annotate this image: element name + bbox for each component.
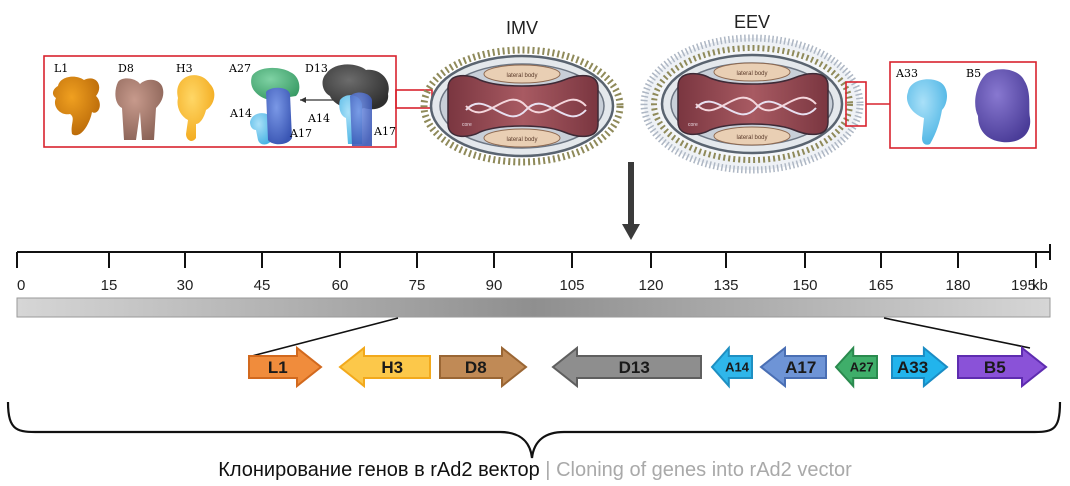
scale-tick-label: 30 [177, 277, 194, 294]
protein-label-a17-right: A17 [373, 125, 396, 138]
protein-label-d13: D13 [305, 62, 328, 75]
gene-arrow-a14 [710, 345, 753, 389]
eev-virion: EEV lateral body lateral body core [640, 12, 864, 174]
zoom-line-right [883, 317, 1031, 349]
grouping-brace [6, 401, 1062, 459]
protein-label-l1: L1 [54, 62, 68, 75]
down-arrow-icon [622, 224, 640, 240]
protein-label-h3: H3 [176, 62, 193, 75]
scale-tick-label: 45 [254, 277, 271, 294]
scale-tick-label: 195 [1011, 277, 1036, 294]
imv-protein-panel: L1 D8 H3 A27 A14 A17 D13 A14 A17 [43, 55, 397, 148]
gene-label-l1: L1 [268, 358, 288, 377]
protein-a17-right-structure [350, 92, 372, 146]
gene-arrow-a33 [891, 345, 949, 389]
protein-h3-structure [177, 75, 215, 141]
gene-label-a27: A27 [850, 360, 874, 375]
caption-english: Cloning of genes into rAd2 vector [556, 459, 852, 481]
protein-b5-structure [975, 69, 1031, 143]
gene-label-h3: H3 [381, 358, 403, 377]
eev-lateral-body-top-label: lateral body [736, 71, 767, 77]
eev-lateral-body-bottom-label: lateral body [736, 135, 767, 141]
scale-tick-label: 0 [17, 277, 25, 294]
gene-arrow-a27 [834, 345, 878, 389]
protein-a14-left-structure [250, 113, 272, 145]
gene-arrow-a17 [759, 345, 827, 389]
imv-lateral-body-top-label: lateral body [506, 73, 537, 79]
scale-tick-label: 120 [638, 277, 663, 294]
imv-title: IMV [506, 18, 538, 38]
scale-tick-label: 150 [792, 277, 817, 294]
scale-tick-label: 135 [713, 277, 738, 294]
gene-label-b5: B5 [984, 358, 1006, 377]
process-arrow [622, 162, 640, 240]
protein-l1-structure [52, 76, 100, 136]
zoom-line-left [251, 317, 399, 357]
caption: Клонирование генов в rAd2 вектор | Cloni… [0, 459, 1070, 482]
gene-arrow-b5 [957, 345, 1048, 389]
caption-russian: Клонирование генов в rAd2 вектор [218, 459, 540, 481]
protein-label-a14-right: A14 [307, 112, 330, 125]
eev-protein-panel: A33 B5 [889, 61, 1037, 149]
imv-virion: IMV lateral body lateral body core [420, 18, 624, 166]
protein-label-b5: B5 [966, 67, 981, 80]
gene-arrow-l1 [248, 345, 323, 389]
scale-tick-label: 165 [868, 277, 893, 294]
gene-label-d13: D13 [619, 358, 650, 377]
genome-bar [16, 297, 1051, 318]
protein-label-a33: A33 [895, 67, 918, 80]
protein-d13-structure [322, 64, 389, 110]
imv-lateral-body-bottom-label: lateral body [506, 137, 537, 143]
protein-a17-left-structure [266, 87, 292, 145]
protein-label-a14-left: A14 [229, 107, 252, 120]
scale-tick-label: 15 [101, 277, 118, 294]
protein-d8-structure [115, 78, 164, 140]
eev-connector [845, 81, 890, 127]
scale-tick-label: 180 [945, 277, 970, 294]
gene-arrow-d8 [439, 345, 528, 389]
binding-arrow-icon [300, 97, 306, 103]
scale-tick-marks [16, 244, 1051, 268]
protein-label-a17-left: A17 [289, 127, 312, 140]
scale-unit-label: kb [1032, 277, 1048, 294]
eev-core-label: core [688, 122, 698, 128]
gene-arrows: L1 H3 D8 D13 A14 A17 A27 A33 B5 [248, 345, 1048, 389]
gene-label-d8: D8 [465, 358, 487, 377]
gene-label-a33: A33 [897, 358, 928, 377]
scale-tick-label: 105 [559, 277, 584, 294]
eev-title: EEV [734, 12, 770, 32]
scale-tick-label: 90 [486, 277, 503, 294]
caption-separator: | [539, 459, 557, 481]
gene-label-a14: A14 [725, 360, 750, 375]
gene-arrow-h3 [338, 345, 431, 389]
genome-scale-axis: 0 15 30 45 60 75 90 105 120 135 150 165 180 195 kb [16, 244, 1051, 294]
protein-label-d8: D8 [118, 62, 134, 75]
scale-tick-labels: 0 15 30 45 60 75 90 105 120 135 150 165 180 195 [17, 277, 1036, 294]
scale-tick-label: 60 [332, 277, 349, 294]
protein-label-a27: A27 [228, 62, 251, 75]
gene-label-a17: A17 [785, 358, 816, 377]
protein-a33-structure [906, 79, 947, 145]
imv-core-label: core [462, 122, 472, 128]
scale-tick-label: 75 [409, 277, 426, 294]
gene-arrow-d13 [551, 345, 702, 389]
